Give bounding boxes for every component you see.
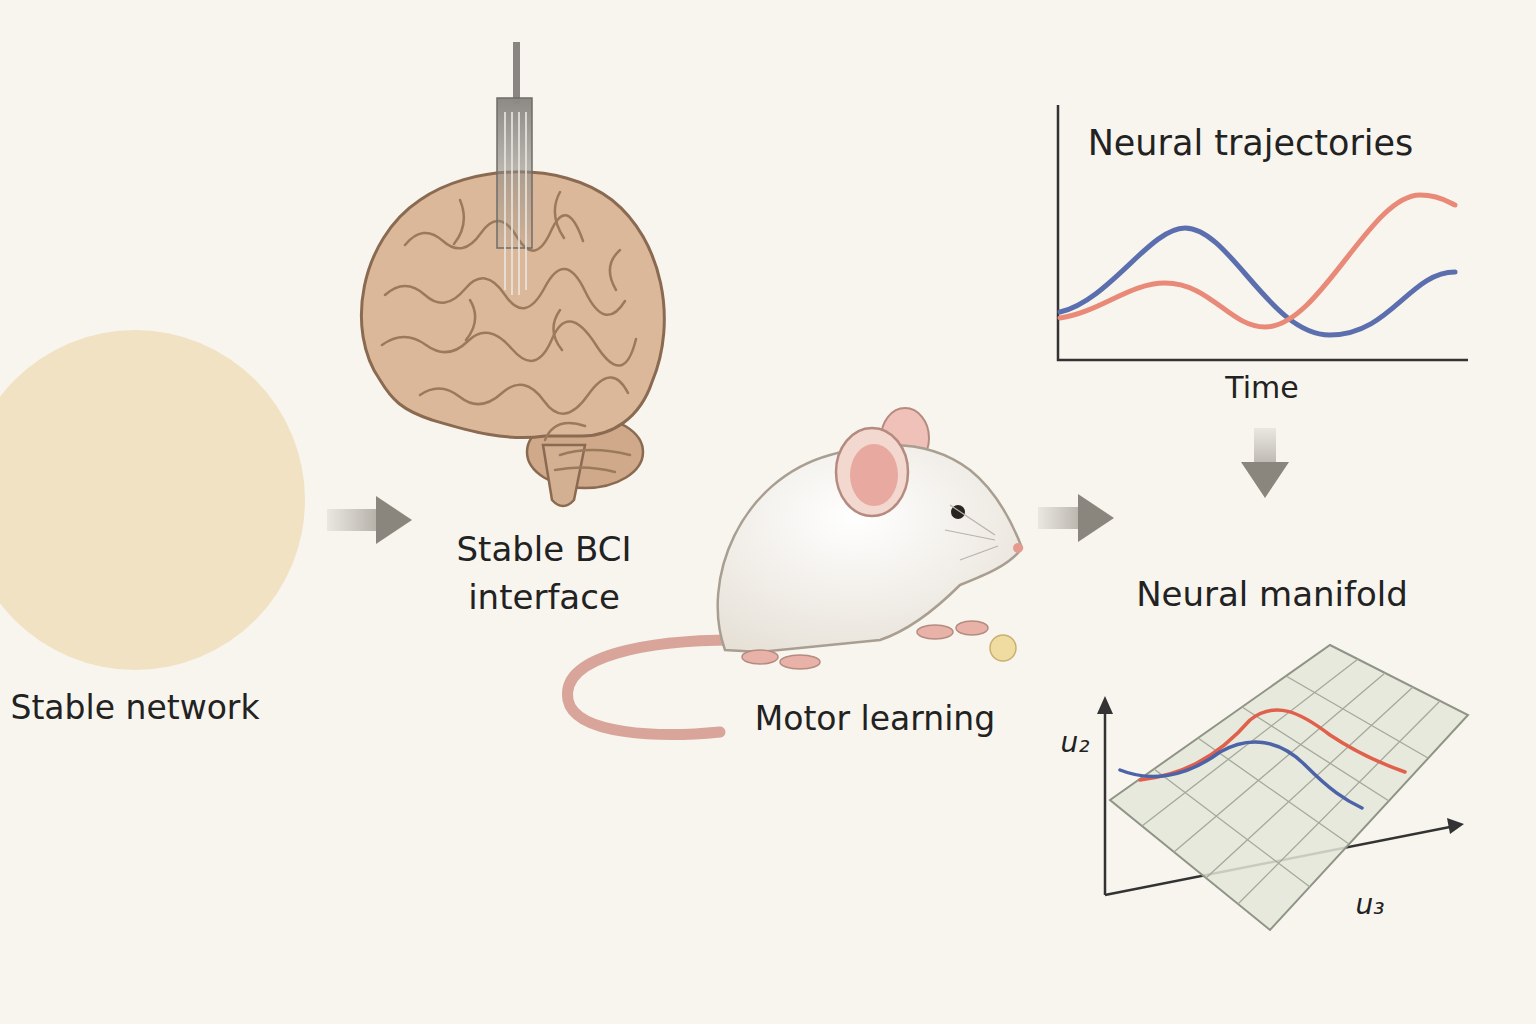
mouse-feet bbox=[742, 621, 988, 669]
probe-shanks bbox=[505, 112, 526, 295]
flow-arrow bbox=[1038, 494, 1114, 542]
flow-arrow bbox=[1241, 428, 1289, 498]
mouse-foot bbox=[780, 655, 820, 669]
arrow-head bbox=[1241, 462, 1289, 498]
bci-label-box: Stable BCI interface bbox=[424, 525, 664, 625]
brain-fold bbox=[454, 192, 620, 350]
manifold-sheet bbox=[1110, 645, 1468, 930]
food-pellet bbox=[990, 635, 1016, 661]
mouse-whiskers bbox=[945, 505, 998, 560]
arrow-head bbox=[376, 496, 412, 544]
mouse-foot bbox=[956, 621, 988, 635]
network-circle: Stable network bbox=[0, 330, 305, 670]
mouse-ear-inner bbox=[850, 444, 898, 506]
mouse-nose bbox=[1013, 543, 1023, 553]
mouse-ear bbox=[836, 428, 908, 516]
manifold-trajectory-blue bbox=[1120, 742, 1362, 808]
flow-arrow bbox=[327, 496, 412, 544]
mouse-foot bbox=[917, 625, 953, 639]
node-label: Stable network bbox=[0, 685, 315, 732]
arrow-shaft bbox=[327, 509, 382, 531]
trajectory-red bbox=[1060, 195, 1455, 327]
brain-fold bbox=[545, 423, 630, 472]
node-label: Neural manifold bbox=[1112, 570, 1432, 618]
brain-fold bbox=[420, 377, 628, 413]
arrow-head bbox=[1078, 494, 1114, 542]
mouse-tail bbox=[568, 640, 735, 734]
node-label: Neural trajectories bbox=[1038, 119, 1463, 169]
manifold-grid bbox=[1142, 659, 1440, 904]
axis-label: Time bbox=[1162, 370, 1362, 406]
manifold-box: Neural manifold bbox=[1120, 500, 1480, 940]
node-label: Stable BCI interface bbox=[424, 525, 664, 622]
arrow-shaft bbox=[1038, 507, 1084, 529]
node-label: Motor learning bbox=[735, 696, 1015, 743]
probe-rod bbox=[513, 42, 520, 104]
mouse-foot bbox=[742, 650, 778, 664]
axis-label: u₂ bbox=[1050, 726, 1100, 760]
network-circle-outline bbox=[0, 330, 305, 670]
trajectory-blue bbox=[1060, 228, 1455, 335]
network-circle-fill bbox=[0, 330, 305, 670]
mouse-box: Motor learning bbox=[560, 400, 1020, 745]
brain-fold bbox=[382, 321, 636, 365]
axis-label: u₃ bbox=[1340, 888, 1400, 922]
